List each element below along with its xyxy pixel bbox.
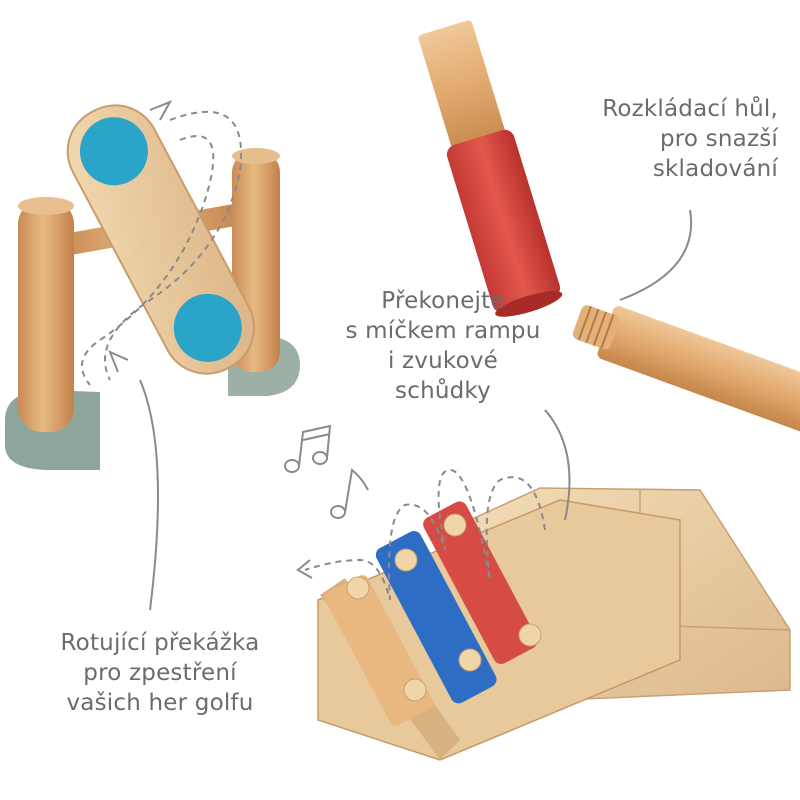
peg — [518, 623, 542, 647]
bounce-path-dashed — [304, 468, 546, 601]
music-notes-icon — [284, 424, 369, 519]
caption-line: Rozkládací hůl, — [602, 96, 778, 122]
post-left — [18, 200, 74, 432]
stick-thread — [572, 305, 620, 350]
spinner-paddle — [66, 104, 256, 375]
caption-line: pro snazší — [659, 126, 778, 152]
caption-line: Překonejte — [381, 288, 505, 314]
bounce-arrow — [296, 559, 313, 579]
caption-folding-stick: Rozkládací hůl, pro snazší skladování — [602, 94, 778, 184]
folding-stick — [418, 20, 800, 438]
peg — [443, 513, 467, 537]
rotation-path-dashed — [104, 110, 243, 381]
peg — [346, 576, 370, 600]
blue-disc-top — [79, 117, 148, 186]
peg — [458, 648, 482, 672]
stick-guide-line — [619, 209, 693, 301]
caption-rotating-obstacle: Rotující překážka pro zpestření vašich h… — [35, 628, 285, 718]
rotation-arrow-top — [149, 100, 173, 121]
red-sleeve — [446, 129, 561, 313]
rotating-obstacle — [5, 100, 300, 470]
caption-line: skladování — [652, 156, 778, 182]
caption-line: vašich her golfu — [66, 690, 254, 716]
stick-upper-wood — [418, 20, 509, 160]
caption-line: schůdky — [395, 378, 491, 404]
obstacle-guide-line — [139, 379, 159, 611]
caption-line: s míčkem rampu — [345, 318, 541, 344]
blue-disc-bottom — [173, 293, 242, 362]
rotation-arrow-bottom — [108, 350, 129, 373]
peg — [403, 678, 427, 702]
ramp-xylophone — [296, 409, 791, 761]
stick-lower-wood — [597, 306, 800, 438]
caption-line: i zvukové — [387, 348, 499, 374]
peg — [394, 548, 418, 572]
caption-line: Rotující překážka — [60, 630, 260, 656]
ramp-guide-line — [544, 409, 571, 521]
caption-ramp: Překonejte s míčkem rampu i zvukové schů… — [318, 286, 568, 406]
caption-line: pro zpestření — [83, 660, 237, 686]
xylophone-bar-red — [423, 501, 538, 664]
